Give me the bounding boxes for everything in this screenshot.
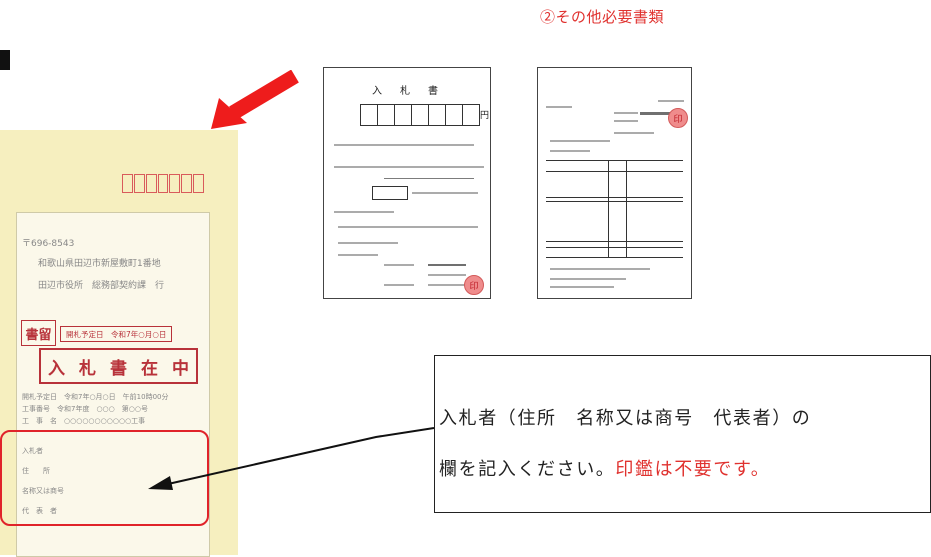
callout-text-line1: 入札者（住所 名称又は商号 代表者）の: [439, 408, 812, 429]
envelope: 〒696-8543 和歌山県田辺市新屋敷町1番地 田辺市役所 総務部契約課 行 …: [0, 130, 238, 557]
seal-icon: 印: [668, 108, 688, 128]
stamp-char: 書: [110, 358, 127, 379]
stamp-char: 中: [172, 358, 189, 379]
bidder-highlight-box: [0, 430, 209, 526]
envelope-label-panel: [16, 212, 210, 557]
stamp-char: 在: [141, 358, 158, 379]
envelope-postal-code: 〒696-8543: [22, 239, 75, 249]
document-table: [546, 160, 683, 258]
info-line: 工事番号 令和7年度 ○○○ 第○○号: [22, 405, 148, 413]
bidder-name-label: 名称又は商号: [22, 487, 64, 495]
other-documents-heading: ②その他必要書類: [540, 8, 665, 26]
stamp-char: 札: [79, 358, 96, 379]
callout-leader-arrow-icon: [148, 427, 435, 490]
callout-seal-note: 印鑑は不要です。: [615, 459, 771, 480]
bidder-rep-label: 代 表 者: [22, 507, 57, 515]
category-label: 書留: [21, 320, 56, 346]
other-required-document: 印: [537, 67, 692, 299]
callout-text-line2: 欄を記入ください。印鑑は不要です。: [439, 455, 770, 481]
info-line: 開札予定日 令和7年○月○日 午前10時00分: [22, 393, 169, 401]
deadline-label: 開札予定日 令和7年○月○日: [60, 326, 173, 342]
bidder-address-label: 住 所: [22, 467, 50, 475]
yen-unit: 円: [480, 111, 490, 121]
callout-instruction: 欄を記入ください。: [439, 459, 616, 480]
bid-form-title: 入 札 書: [372, 86, 442, 97]
info-line: 工 事 名 ○○○○○○○○○○○工事: [22, 417, 146, 425]
corner-mark: [0, 50, 10, 70]
bid-enclosed-stamp: 入 札 書 在 中: [39, 348, 198, 384]
category-box: [372, 186, 408, 200]
envelope-address: 和歌山県田辺市新屋敷町1番地: [38, 259, 161, 269]
stamp-char: 入: [48, 358, 65, 379]
bidder-label: 入札者: [22, 447, 43, 455]
postal-code-boxes: [122, 174, 205, 193]
seal-icon: 印: [464, 275, 484, 295]
red-arrow-icon: [211, 70, 299, 129]
bid-form-document: 入 札 書 円 印: [323, 67, 491, 299]
callout-box: [434, 355, 931, 513]
envelope-recipient: 田辺市役所 総務部契約課 行: [38, 281, 165, 291]
amount-boxes: [360, 104, 480, 126]
